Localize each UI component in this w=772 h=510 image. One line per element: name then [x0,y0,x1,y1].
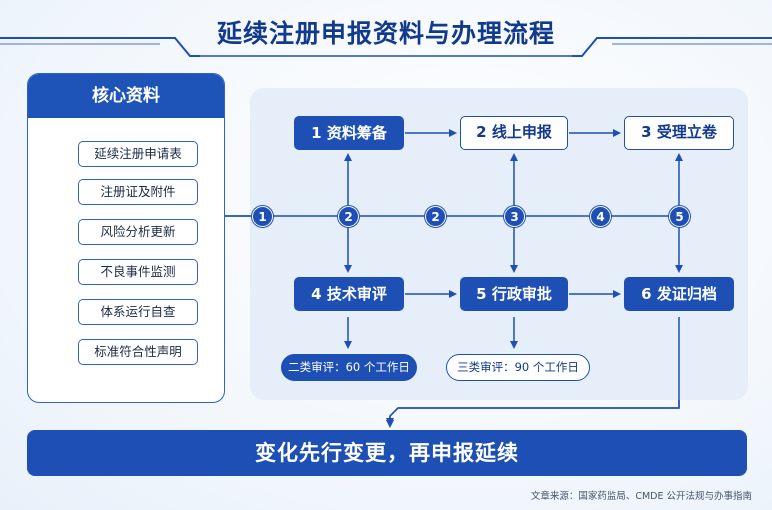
class3-review-note: 三类审评：90 个工作日 [446,354,590,381]
marker-circle: 1 [252,206,273,227]
step-3-acceptance: 3 受理立卷 [624,116,734,150]
marker-circle: 2 [338,206,359,227]
marker-circle: 3 [504,206,525,227]
core-item: 注册证及附件 [78,179,198,205]
core-item: 体系运行自查 [78,299,198,325]
core-item: 风险分析更新 [78,219,198,245]
step-2-online-submit: 2 线上申报 [460,116,568,150]
step-6-issue-archive: 6 发证归档 [624,277,734,311]
source-note: 文章来源：国家药监局、CMDE 公开法规与办事指南 [530,491,752,502]
marker-circle: 2 [425,206,446,227]
marker-circle: 5 [669,206,690,227]
step-4-technical-review: 4 技术审评 [294,277,404,311]
core-item: 不良事件监测 [78,259,198,285]
page-title: 延续注册申报资料与办理流程 [216,19,555,48]
conclusion-banner: 变化先行变更，再申报延续 [27,430,747,476]
core-item: 标准符合性声明 [78,339,198,365]
core-materials-panel: 核心资料 延续注册申请表 注册证及附件 风险分析更新 不良事件监测 体系运行自查… [27,73,225,403]
class2-review-note: 二类审评：60 个工作日 [281,354,417,381]
title-decoration [0,37,772,57]
step-5-admin-approval: 5 行政审批 [460,277,568,311]
step-1-prepare: 1 资料筹备 [294,116,404,150]
core-materials-heading: 核心资料 [28,74,224,118]
core-item: 延续注册申请表 [78,141,198,167]
marker-circle: 4 [590,206,611,227]
